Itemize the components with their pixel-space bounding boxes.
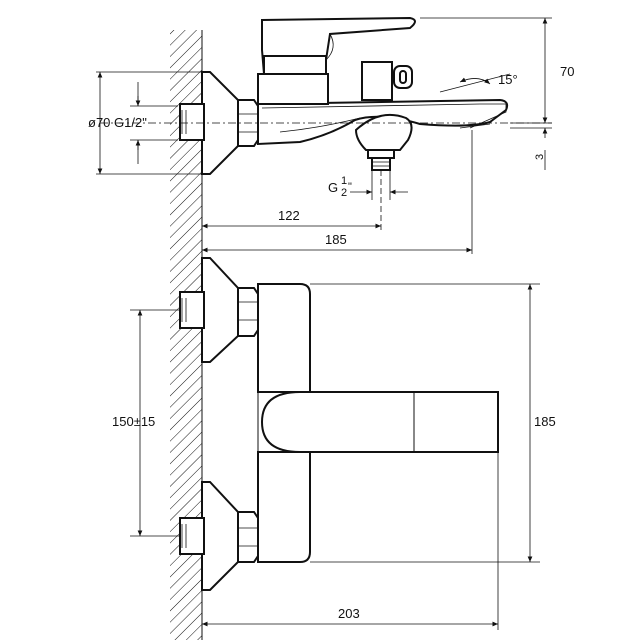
dimension-height	[420, 17, 552, 170]
front-view: 150±15 185 203	[112, 257, 556, 630]
dimension-angle-label: 15°	[498, 72, 518, 87]
front-top-flange	[201, 257, 239, 363]
front-body	[257, 283, 311, 393]
front-lever	[260, 391, 499, 453]
inlet-thread-suffix: "	[348, 181, 352, 193]
side-spout-tip	[469, 103, 507, 129]
dimension-spout-length-label: 185	[325, 232, 347, 247]
dimension-angle	[439, 73, 511, 93]
dimension-diameter	[96, 71, 202, 175]
side-view: ø70 G1/2" 70 3 15° G 1 2 "	[88, 16, 574, 254]
dimension-total-width-label: 203	[338, 606, 360, 621]
side-wall-pipe	[179, 103, 205, 141]
dimension-center-distance-label: 150±15	[112, 414, 155, 429]
dimension-inlet	[350, 170, 408, 230]
front-bottom-flange	[201, 481, 239, 591]
dimension-offset-label: 3	[534, 154, 546, 160]
dimension-inlet-distance-label: 122	[278, 208, 300, 223]
dimension-height-label: 70	[560, 64, 574, 79]
side-body	[257, 98, 509, 146]
side-diverter-knob	[361, 61, 393, 101]
side-shower-outlet	[354, 114, 413, 151]
inlet-thread-den: 2	[341, 187, 347, 199]
inlet-thread-letter: G	[328, 180, 338, 195]
inlet-thread-num: 1	[341, 175, 347, 187]
dimension-body-height-label: 185	[534, 414, 556, 429]
dimension-diameter-label: ø70 G1/2"	[88, 115, 147, 130]
